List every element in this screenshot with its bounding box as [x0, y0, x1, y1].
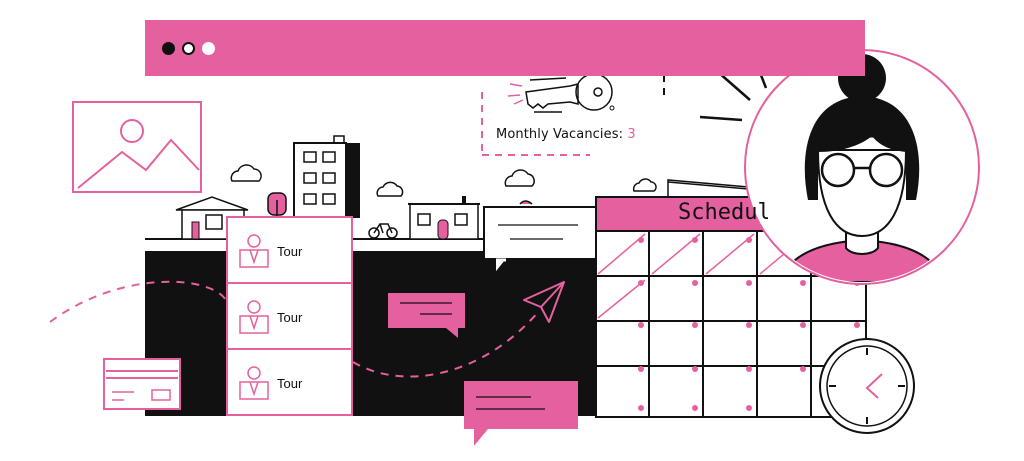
user-card-icon [239, 234, 269, 268]
image-placeholder-icon [72, 101, 202, 193]
maximize-dot[interactable] [202, 42, 215, 55]
tour-label: Tour [277, 244, 303, 259]
bicycle-icon [368, 223, 398, 239]
house-icon [519, 179, 761, 205]
cloud-icon [230, 164, 657, 197]
house-icon [408, 196, 480, 240]
paper-plane-icon [523, 281, 565, 323]
tour-list: Tour Tour Tour [226, 216, 353, 416]
close-dot[interactable] [162, 42, 175, 55]
user-card-icon [239, 366, 269, 400]
tour-item[interactable]: Tour [228, 350, 351, 416]
clock-icon [819, 338, 915, 434]
tour-label: Tour [277, 310, 303, 325]
tour-label: Tour [277, 376, 303, 391]
chat-bubble-icon [388, 293, 465, 338]
vacancies-count: 3 [627, 127, 636, 142]
tour-item[interactable]: Tour [228, 218, 351, 284]
key-icon [507, 73, 613, 113]
credit-card-icon [103, 358, 181, 410]
route-path [352, 309, 541, 378]
tour-item[interactable]: Tour [228, 284, 351, 350]
schedule-title: Schedule [678, 200, 768, 225]
browser-title-bar [145, 20, 865, 76]
route-path [49, 280, 227, 323]
user-card-icon [239, 300, 269, 334]
chat-bubble-icon [464, 381, 578, 446]
vacancies-label: Monthly Vacancies: [496, 127, 624, 142]
apartment-building-icon [293, 135, 360, 219]
user-avatar-icon [744, 49, 980, 285]
monthly-vacancies: Monthly Vacancies: 3 [496, 127, 636, 142]
tree-icon [267, 192, 287, 222]
minimize-dot[interactable] [182, 42, 195, 55]
